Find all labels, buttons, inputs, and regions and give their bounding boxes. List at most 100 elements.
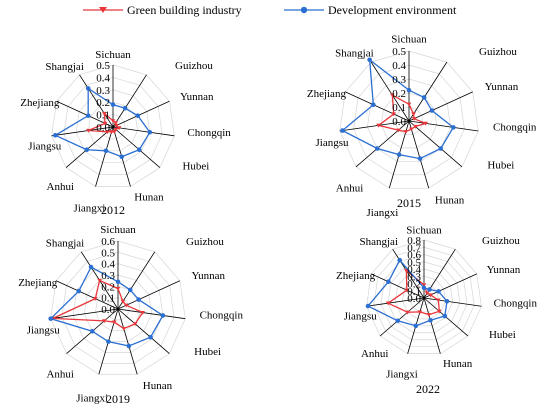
- radar-tick-label: 0.4: [392, 60, 406, 72]
- radar-tick-label: 0.6: [101, 236, 115, 248]
- radar-tick-label: 0.4: [101, 259, 115, 271]
- data-point-green-building: [120, 299, 126, 304]
- radar-axis-label: Guizhou: [186, 236, 224, 248]
- radar-spoke: [50, 308, 119, 320]
- data-point-development-environment: [48, 316, 53, 321]
- legend-item-development-environment: Development environment: [284, 3, 457, 17]
- radar-tick-label: 0.1: [101, 293, 115, 305]
- radar-axis-label: Guizhou: [479, 46, 517, 58]
- radar-spoke: [392, 248, 425, 299]
- data-point-development-environment: [136, 147, 142, 153]
- radar-2015: 0.00.10.20.30.40.5SichuanGuizhouYunnanCh…: [307, 33, 537, 219]
- radar-axis-label: Jiangxi: [367, 207, 399, 219]
- data-point-development-environment: [396, 152, 402, 157]
- data-point-development-environment: [386, 279, 391, 285]
- data-point-development-environment: [417, 156, 423, 161]
- legend-label-green-building: Green building industry: [127, 3, 242, 17]
- series-line-development-environment: [53, 87, 151, 158]
- radar-tick-label: 0.2: [392, 88, 406, 100]
- radar-axis-label: Zhejiang: [336, 270, 376, 282]
- radar-spoke: [339, 120, 410, 132]
- data-point-green-building: [114, 123, 119, 128]
- radar-axis-label: Yunnan: [485, 81, 519, 93]
- radar-tick-label: 0.0: [96, 122, 110, 134]
- radar-spoke: [112, 74, 147, 128]
- radar-gridline: [83, 274, 153, 342]
- radar-tick-label: 0.5: [101, 247, 115, 259]
- data-point-green-building: [97, 278, 102, 283]
- radar-tick-label: 0.4: [407, 264, 421, 276]
- radar-tick-label: 0.3: [96, 85, 110, 97]
- data-point-green-building: [437, 309, 442, 314]
- radar-spoke: [408, 120, 479, 132]
- radar-title: 2019: [106, 392, 130, 406]
- data-point-green-building: [411, 117, 417, 121]
- radar-spoke: [345, 91, 410, 122]
- radar-2019: 0.00.10.20.30.40.50.6SichuanGuizhouYunna…: [18, 224, 243, 406]
- radar-axis-label: Zhejiang: [307, 88, 347, 100]
- radar-axis-label: Hubei: [489, 329, 516, 341]
- radar-spoke: [117, 308, 186, 320]
- radar-gridline: [353, 64, 465, 176]
- radar-spoke: [95, 126, 114, 187]
- radar-gridline: [63, 77, 163, 175]
- radar-spoke: [408, 91, 473, 122]
- data-point-green-building: [116, 126, 122, 131]
- radar-axis-label: Hubei: [194, 346, 221, 358]
- data-point-development-environment: [88, 264, 94, 270]
- data-point-development-environment: [421, 95, 427, 100]
- radar-axis-label: Hunan: [134, 191, 164, 203]
- radar-spoke: [112, 126, 161, 168]
- radar-tick-label: 0.2: [101, 281, 115, 293]
- radar-gridline: [366, 239, 482, 355]
- data-point-development-environment: [85, 86, 91, 91]
- data-point-development-environment: [413, 323, 419, 329]
- radar-gridline: [339, 50, 479, 189]
- radar-tick-label: 0.0: [101, 304, 115, 316]
- radar-axis-label: Anhui: [361, 348, 389, 360]
- radar-tick-label: 0.5: [407, 257, 421, 269]
- radar-spoke: [79, 74, 114, 128]
- data-point-development-environment: [106, 339, 111, 344]
- radar-tick-label: 0.5: [392, 46, 406, 58]
- radar-gridline: [394, 106, 424, 135]
- radar-tick-label: 0.3: [101, 270, 115, 282]
- data-point-green-building: [121, 326, 127, 331]
- data-point-development-environment: [444, 299, 450, 304]
- radar-tick-label: 0.7: [407, 242, 421, 254]
- radar-spoke: [423, 273, 477, 299]
- radar-gridline: [72, 263, 164, 353]
- radar-axis-label: Shangjai: [335, 47, 374, 59]
- data-point-development-environment: [160, 313, 166, 318]
- radar-axis-label: Jiangsu: [28, 141, 62, 153]
- data-point-development-environment: [119, 154, 125, 160]
- data-point-development-environment: [115, 279, 121, 285]
- data-point-development-environment: [427, 287, 432, 292]
- radar-spoke: [112, 126, 175, 137]
- data-point-green-building: [428, 293, 433, 298]
- radar-tick-label: 0.1: [96, 110, 110, 122]
- data-point-development-environment: [340, 128, 345, 133]
- data-point-green-building: [113, 121, 118, 126]
- radar-spoke: [408, 61, 448, 122]
- radar-axis-label: Hunan: [443, 358, 473, 370]
- data-point-development-environment: [148, 334, 153, 340]
- legend-item-green-building: Green building industry: [83, 3, 242, 17]
- data-point-development-environment: [126, 343, 132, 349]
- data-point-development-environment: [367, 57, 372, 63]
- data-point-development-environment: [442, 313, 448, 319]
- radar-spoke: [65, 126, 114, 168]
- radar-axis-label: Chongqin: [493, 122, 537, 134]
- data-point-development-environment: [84, 147, 90, 153]
- radar-tick-label: 0.3: [392, 74, 406, 86]
- radar-axis-label: Guizhou: [482, 235, 520, 247]
- data-point-green-building: [113, 127, 119, 132]
- series-line-development-environment: [341, 58, 455, 160]
- data-point-development-environment: [76, 288, 82, 294]
- data-point-green-building: [424, 291, 430, 296]
- data-point-green-building: [436, 298, 441, 303]
- data-point-green-building: [86, 128, 91, 133]
- radar-axis-label: Sichuan: [406, 225, 442, 237]
- data-point-development-environment: [103, 148, 109, 154]
- radar-axis-label: Shangjai: [45, 61, 84, 73]
